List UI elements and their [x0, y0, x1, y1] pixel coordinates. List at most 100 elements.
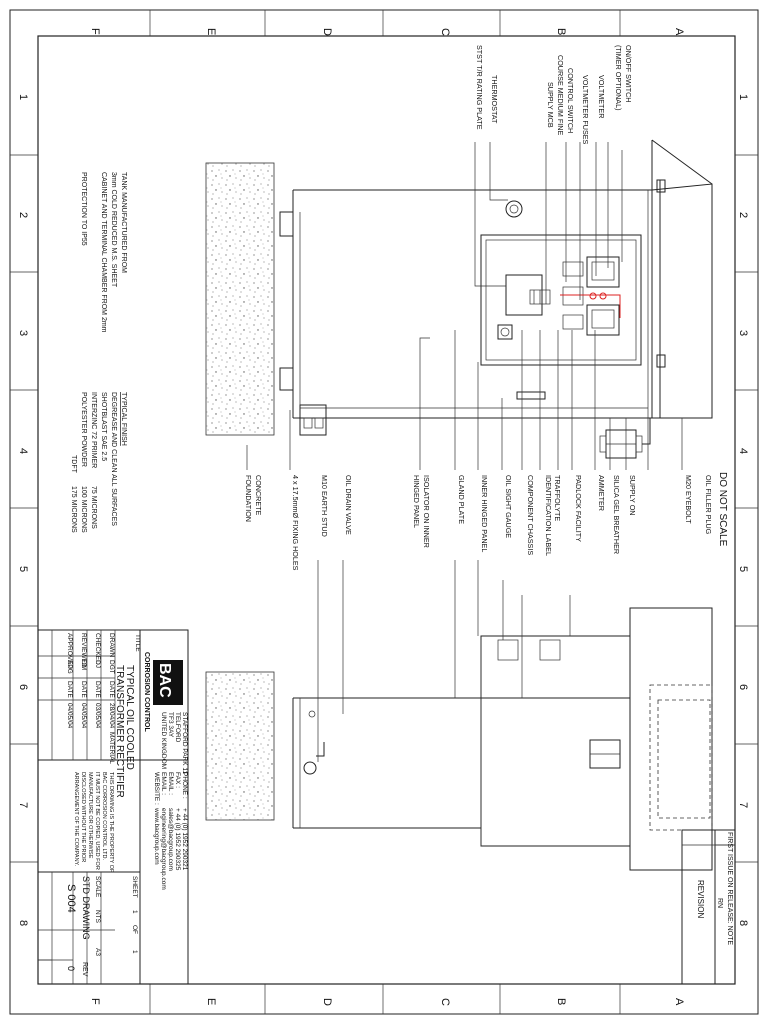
cabinet-side-view: [292, 607, 713, 871]
voltmeter-icon: [586, 256, 620, 288]
label-voltmeter-fuses: VOLTMETER FUSES: [581, 75, 590, 145]
label-course-medium-fine: COURSE MEDIUM FINE: [556, 55, 565, 135]
zone-letter: F: [89, 998, 101, 1005]
address-line: STAFFORD PARK 11: [181, 712, 188, 775]
label-inner-hinged-panel: INNER HINGED PANEL: [480, 475, 489, 552]
address-line: UNITED KINGDOM: [160, 712, 167, 769]
finish-line: INTERZINC 72 PRIMER: [90, 392, 97, 468]
title-line: TRANSFORMER RECTIFIER: [114, 665, 125, 798]
property-note-line: ARRANGEMENT OF THE COMPANY.: [73, 772, 79, 866]
address-line: TELFORD: [174, 712, 181, 743]
zone-number: 3: [737, 330, 749, 336]
zone-number: 3: [17, 330, 29, 336]
zone-number: 8: [17, 920, 29, 926]
label-concrete: CONCRETE: [254, 475, 263, 516]
label-isolator-on-inner: ISOLATOR ON INNER: [422, 475, 431, 548]
approved-name: APG: [66, 660, 73, 674]
zone-letters-top: F E D C B A: [89, 28, 685, 36]
zone-letter: E: [205, 998, 217, 1005]
finish-line: TDFT: [70, 455, 77, 474]
std-drawing: STD DRAWING: [81, 876, 91, 940]
contact-label: EMAIL :: [167, 772, 174, 795]
label-padlock-facility: PADLOCK FACILITY: [574, 475, 583, 542]
contact-label: EMAIL :: [160, 772, 167, 795]
finish-value: 75 MICRONS: [90, 486, 97, 529]
outer-border: [9, 9, 759, 1015]
isolator-icon: [497, 324, 513, 340]
zone-number: 1: [737, 94, 749, 100]
zone-number: 6: [737, 684, 749, 690]
revision-entry: FIRST ISSUE ON RELEASE: NOTE: [726, 832, 733, 945]
rating-plate: [505, 274, 543, 316]
tank-note: TANK MANUFACTURED FROM 3mm COLD REDUCED …: [80, 172, 127, 333]
zone-number: 5: [17, 566, 29, 572]
label-silica-gel-breather: SILICA GEL BREATHER: [612, 475, 621, 554]
label-fixing-holes: 4 x 17.5mmØ FIXING HOLES: [291, 475, 300, 571]
contact-value: www.bacgroup.com: [153, 807, 160, 865]
thermostat-icon: [505, 200, 523, 218]
label-gland-plate: GLAND PLATE: [457, 475, 466, 524]
contact-value: + 44 (0) 1952 290325: [174, 808, 181, 871]
zone-letter: A: [673, 998, 685, 1006]
reviewed-date-label: DATE: [80, 681, 87, 699]
drawn-date-label: DATE: [108, 681, 115, 699]
checked-date: 03/05/04: [94, 703, 101, 729]
checked-label: CHECKED: [94, 633, 101, 665]
property-note-line: THIS DRAWING IS THE PROPERTY OF: [108, 772, 114, 873]
size-value: A3: [94, 948, 101, 956]
do-not-scale: DO NOT SCALE: [717, 472, 728, 547]
bac-logo: [153, 660, 183, 705]
zone-number: 8: [737, 920, 749, 926]
contact-label: PHONE :: [181, 772, 188, 799]
title-label: TITLE: [134, 634, 141, 652]
zone-letter: D: [321, 28, 333, 36]
zone-letter: B: [555, 998, 567, 1005]
sheet-label: SHEET: [131, 876, 138, 898]
zone-number: 2: [737, 212, 749, 218]
rev-value: 0: [66, 966, 76, 971]
zone-numbers-right: 1 2 3 4 5 6 7 8: [737, 94, 749, 926]
label-m20-eyebolt: M20 EYEBOLT: [684, 475, 693, 524]
drawn-name: DGT: [108, 660, 115, 674]
zone-number: 2: [17, 212, 29, 218]
zone-letter: D: [321, 998, 333, 1006]
title-block: BAC CORROSION CONTROL STAFFORD PARK 11 T…: [37, 629, 189, 985]
tank-note-line: PROTECTION TO IP55: [80, 172, 87, 246]
revision-block: FIRST ISSUE ON RELEASE: NOTE RN REVISION: [681, 829, 736, 985]
zone-letter: C: [439, 28, 451, 36]
checked-date-label: DATE: [94, 681, 101, 699]
address-line: TF3 3AY: [167, 712, 174, 738]
property-note-line: DISCLOSED WITHOUT THE PRIOR: [80, 772, 86, 862]
revision-header: REVISION: [696, 880, 705, 918]
label-identification-label: IDENTIFICATION LABEL: [544, 475, 553, 556]
finish-spec: TYPICAL FINISH DEGREASE AND CLEAN ALL SU…: [70, 392, 127, 533]
zone-letter: E: [205, 28, 217, 35]
label-foundation: FOUNDATION: [244, 475, 253, 522]
zone-number: 7: [737, 802, 749, 808]
drawing-number: S 004: [65, 884, 77, 913]
finish-line: DEGREASE AND CLEAN ALL SURFACES: [110, 392, 117, 526]
scale-label: SCALE: [94, 876, 101, 898]
of-value: 1: [131, 950, 138, 954]
component-labels-lower: OIL FILLER PLUG M20 EYEBOLT SUPPLY ON SI…: [244, 475, 713, 571]
finish-heading: TYPICAL FINISH: [120, 392, 127, 446]
contact-label: FAX :: [174, 772, 181, 788]
label-oil-filler-plug: OIL FILLER PLUG: [704, 475, 713, 535]
logo-subtitle: CORROSION CONTROL: [143, 652, 150, 732]
approved-date: 04/05/04: [66, 703, 73, 729]
drawn-date: 28/04/04: [108, 703, 115, 729]
tank-note-line: TANK MANUFACTURED FROM: [120, 172, 127, 273]
label-oil-drain-valve: OIL DRAIN VALVE: [344, 475, 353, 535]
rev-label: REV: [81, 962, 88, 977]
concrete-foundation-lower: [205, 671, 275, 821]
property-note-line: MANUFACTURE OR OTHERWISE: [87, 772, 93, 859]
label-thermostat: THERMOSTAT: [490, 75, 499, 124]
title-line: TYPICAL OIL COOLED: [124, 665, 135, 770]
component-labels-upper: ON/OFF SWITCH (TIMER OPTIONAL) VOLTMETER…: [475, 45, 633, 145]
label-component-chassis: COMPONENT CHASSIS: [526, 475, 535, 555]
label-ammeter: AMMETER: [597, 475, 606, 511]
zone-ticks: [10, 10, 758, 1014]
zone-number: 5: [737, 566, 749, 572]
label-traffolyte: TRAFFOLYTE: [553, 475, 562, 521]
